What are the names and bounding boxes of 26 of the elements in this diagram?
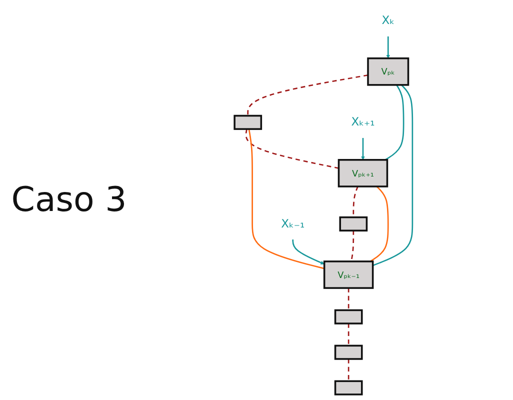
node-box: [334, 344, 363, 360]
connector: [352, 186, 358, 218]
arrow: [386, 36, 390, 58]
connector: [348, 324, 350, 346]
node-text: Xₖ₋₁: [281, 217, 305, 230]
arrow: [361, 138, 365, 160]
node-box: [334, 309, 363, 324]
connector: [248, 128, 324, 270]
arrow: [292, 239, 324, 264]
connector: [348, 358, 350, 382]
node-box: [339, 216, 368, 232]
title: Caso 3: [10, 180, 128, 220]
connector: [245, 128, 339, 169]
node-box: [334, 380, 363, 396]
connector: [247, 74, 368, 116]
connector: [348, 288, 350, 310]
node-box: Vₚₖ: [367, 57, 410, 86]
connector: [384, 84, 404, 160]
node-box: [234, 114, 262, 130]
node-box: Vₚₖ₋₁: [323, 260, 374, 289]
connector: [372, 84, 414, 266]
connector: [350, 230, 354, 262]
node-box: Vₚₖ₊₁: [338, 158, 388, 188]
node-text: Xₖ: [382, 14, 395, 28]
connector: [370, 186, 389, 262]
node-text: Xₖ₊₁: [351, 116, 375, 129]
